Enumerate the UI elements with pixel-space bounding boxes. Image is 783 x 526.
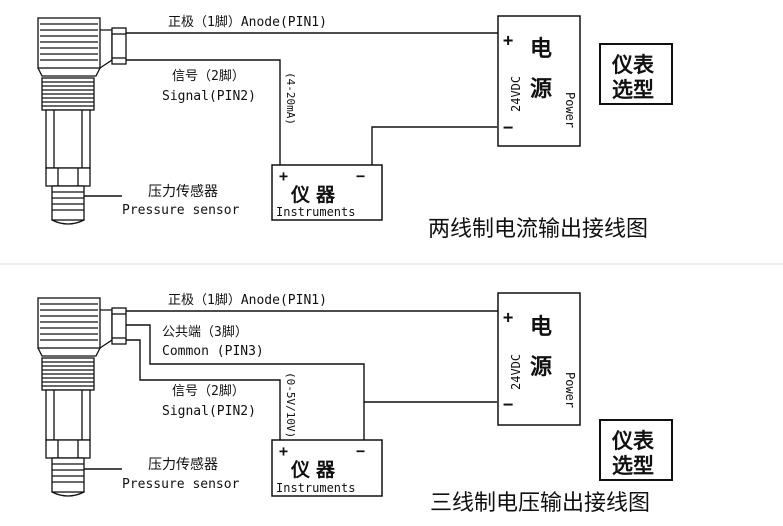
power-en: Power: [563, 92, 577, 128]
power-cn-2: 源: [530, 355, 552, 380]
common-label-en: Common (PIN3): [162, 344, 264, 359]
instrument-cn: 仪器: [290, 459, 341, 481]
power-plus: +: [503, 31, 513, 51]
badge-line2: 选型: [612, 454, 654, 478]
badge-line2: 选型: [612, 78, 654, 102]
sensor-label-cn: 压力传感器: [148, 456, 218, 473]
power-cn-2: 源: [530, 77, 552, 102]
signal-label-en: Signal(PIN2): [162, 404, 256, 419]
instrument-en: Instruments: [276, 481, 355, 495]
two-wire-wires: [84, 32, 500, 197]
sensor-label-cn: 压力传感器: [148, 183, 218, 200]
instrument-minus: −: [356, 167, 365, 185]
power-voltage: 24VDC: [509, 354, 523, 390]
power-cn-1: 电: [530, 315, 552, 340]
diagram-title: 两线制电流输出接线图: [428, 217, 648, 242]
range-label: (0-5V/10V): [284, 372, 297, 438]
sensor-label-en: Pressure sensor: [122, 203, 240, 218]
instrument-cn: 仪器: [290, 184, 341, 206]
power-cn-1: 电: [530, 37, 552, 62]
three-wire-diagram: 正极（1脚）Anode(PIN1) 公共端（3脚） Common (PIN3) …: [37, 292, 673, 516]
power-voltage: 24VDC: [509, 76, 523, 112]
instrument-box: + − 仪器 Instruments: [271, 164, 383, 221]
signal-label-cn: 信号（2脚）: [172, 68, 245, 84]
instrument-plus: +: [279, 442, 288, 460]
signal-label-en: Signal(PIN2): [162, 89, 256, 104]
instrument-plus: +: [279, 167, 288, 185]
two-wire-diagram: 正极（1脚）Anode(PIN1) 信号（2脚） Signal(PIN2) (4…: [37, 14, 673, 242]
pressure-sensor-icon: [37, 297, 127, 497]
pressure-sensor-icon: [37, 17, 127, 225]
instrument-selection-badge: 仪表 选型: [599, 419, 673, 481]
power-supply-box: + − 电 源 24VDC Power: [497, 15, 581, 147]
power-en: Power: [563, 372, 577, 408]
instrument-box: + − 仪器 Instruments: [271, 439, 383, 497]
instrument-selection-badge: 仪表 选型: [599, 43, 673, 105]
signal-label-cn: 信号（2脚）: [172, 383, 245, 399]
badge-line1: 仪表: [611, 429, 655, 453]
pin1-label: 正极（1脚）Anode(PIN1): [168, 292, 327, 308]
power-plus: +: [503, 308, 513, 328]
sensor-label-en: Pressure sensor: [122, 477, 240, 492]
power-supply-box: + − 电 源 24VDC Power: [497, 292, 581, 426]
range-label: (4-20mA): [284, 72, 297, 125]
power-minus: −: [503, 395, 513, 415]
instrument-en: Instruments: [276, 205, 355, 219]
diagram-title: 三线制电压输出接线图: [430, 491, 650, 516]
instrument-minus: −: [356, 442, 365, 460]
pin1-label: 正极（1脚）Anode(PIN1): [168, 14, 327, 30]
three-wire-wires: [84, 310, 500, 470]
common-label-cn: 公共端（3脚）: [162, 324, 248, 340]
power-minus: −: [503, 118, 513, 138]
badge-line1: 仪表: [611, 53, 655, 77]
